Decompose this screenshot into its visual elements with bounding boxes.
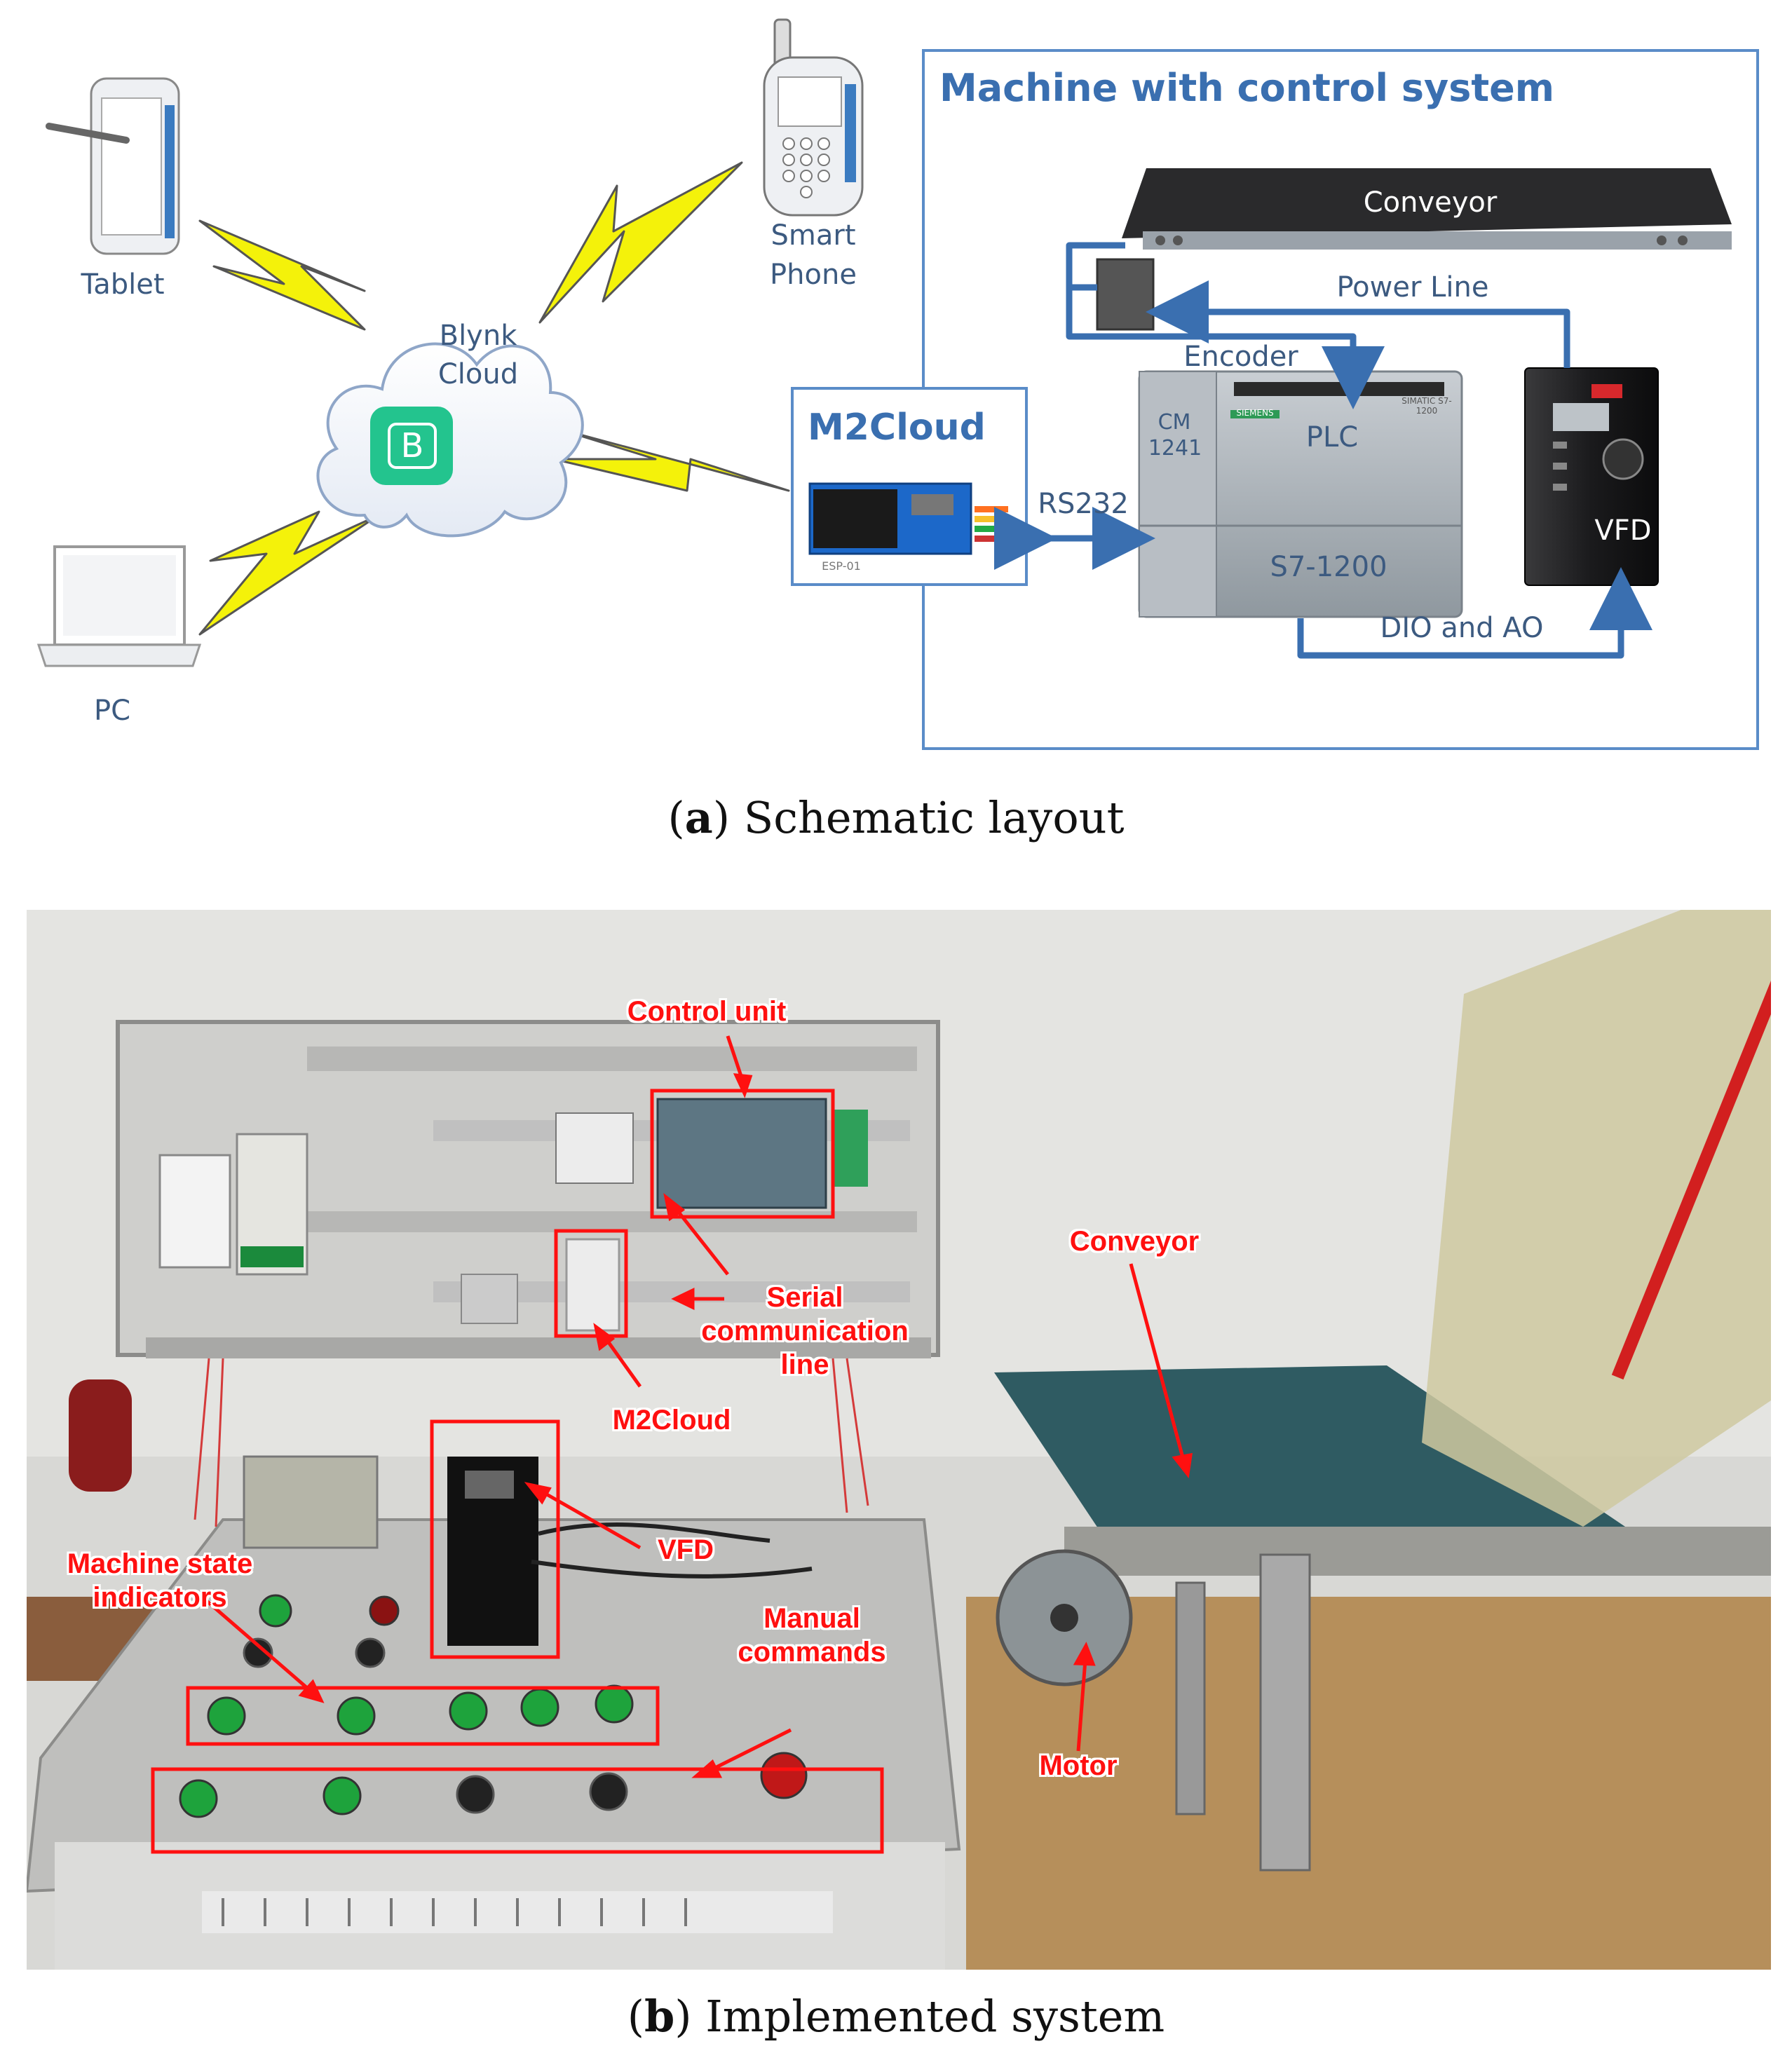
vfd-photo-box	[430, 1419, 560, 1659]
annotation-conveyor: Conveyor	[1069, 1226, 1200, 1257]
plc-cm-label-1: CM	[1158, 410, 1191, 435]
tablet-icon	[46, 77, 180, 255]
annotation-vfd: VFD	[658, 1534, 714, 1565]
caption-b-text: Implemented system	[705, 1991, 1165, 2042]
lightning-tablet	[198, 219, 366, 331]
encoder-line-2	[1066, 287, 1385, 409]
vfd-label: VFD	[1594, 514, 1652, 547]
caption-b: (b) Implemented system	[627, 1991, 1165, 2042]
caption-a-text: Schematic layout	[743, 792, 1125, 843]
encoder-label: Encoder	[1183, 341, 1298, 373]
m2cloud-title: M2Cloud	[808, 407, 986, 449]
encoder-line	[1066, 242, 1125, 291]
plc-model: S7-1200	[1270, 551, 1387, 583]
tablet-label: Tablet	[81, 268, 165, 301]
annotation-motor: Motor	[1039, 1750, 1118, 1781]
esp-label: ESP-01	[822, 559, 861, 573]
manual-commands-box	[151, 1767, 884, 1854]
annotation-serial-3: line	[780, 1349, 829, 1380]
power-line-label: Power Line	[1336, 271, 1489, 304]
smartphone-icon	[763, 18, 864, 217]
cloud-label-2: Cloud	[437, 358, 519, 390]
pc-label: PC	[93, 695, 131, 727]
caption-a-letter: a	[684, 792, 713, 843]
vfd-icon	[1524, 367, 1659, 586]
esp-module-icon	[808, 482, 1008, 555]
machine-state-box	[186, 1686, 660, 1746]
lightning-pc	[198, 510, 380, 636]
annotation-control-unit: Control unit	[627, 996, 787, 1027]
m2cloud-photo-box	[554, 1229, 628, 1338]
blynk-logo-letter: B	[400, 426, 424, 465]
plc-series: SIMATIC S7-1200	[1401, 396, 1452, 416]
annotation-manual-2: commands	[738, 1637, 886, 1668]
smartphone-label-1: Smart	[771, 219, 856, 252]
dio-ao-line	[1297, 567, 1652, 659]
annotation-serial-2: communication	[701, 1316, 909, 1347]
conveyor-icon	[1096, 168, 1732, 331]
dio-ao-label: DIO and AO	[1380, 612, 1544, 644]
rs232-label: RS232	[1038, 488, 1129, 520]
connections	[994, 242, 1652, 659]
annotation-machine-state-1: Machine state	[67, 1548, 253, 1579]
wireless-links	[198, 161, 790, 636]
machine-title: Machine with control system	[939, 66, 1555, 110]
plc-cm-label-2: 1241	[1148, 436, 1202, 461]
laptop-icon	[36, 545, 202, 667]
lightning-phone	[538, 161, 743, 324]
lightning-m2cloud	[552, 426, 790, 492]
plc-icon	[1138, 370, 1463, 618]
cloud-label-1: Blynk	[439, 320, 517, 352]
photo-illustration	[27, 910, 1771, 1970]
annotation-serial-1: Serial	[766, 1282, 843, 1313]
schematic-diagram	[36, 18, 1759, 750]
plc-brand: SIEMENS	[1236, 408, 1274, 418]
power-line	[1146, 280, 1570, 368]
smartphone-label-2: Phone	[770, 259, 857, 291]
conveyor-label: Conveyor	[1363, 186, 1498, 219]
annotation-manual-1: Manual	[763, 1603, 860, 1634]
annotation-m2cloud: M2Cloud	[612, 1405, 731, 1436]
implemented-system-photo: Control unit Conveyor Serial communicati…	[27, 910, 1771, 1970]
caption-b-letter: b	[644, 1991, 675, 2042]
annotation-machine-state-2: indicators	[93, 1582, 227, 1613]
caption-a: (a) Schematic layout	[667, 792, 1125, 843]
blynk-cloud-icon	[316, 342, 584, 538]
plc-label: PLC	[1305, 421, 1359, 454]
